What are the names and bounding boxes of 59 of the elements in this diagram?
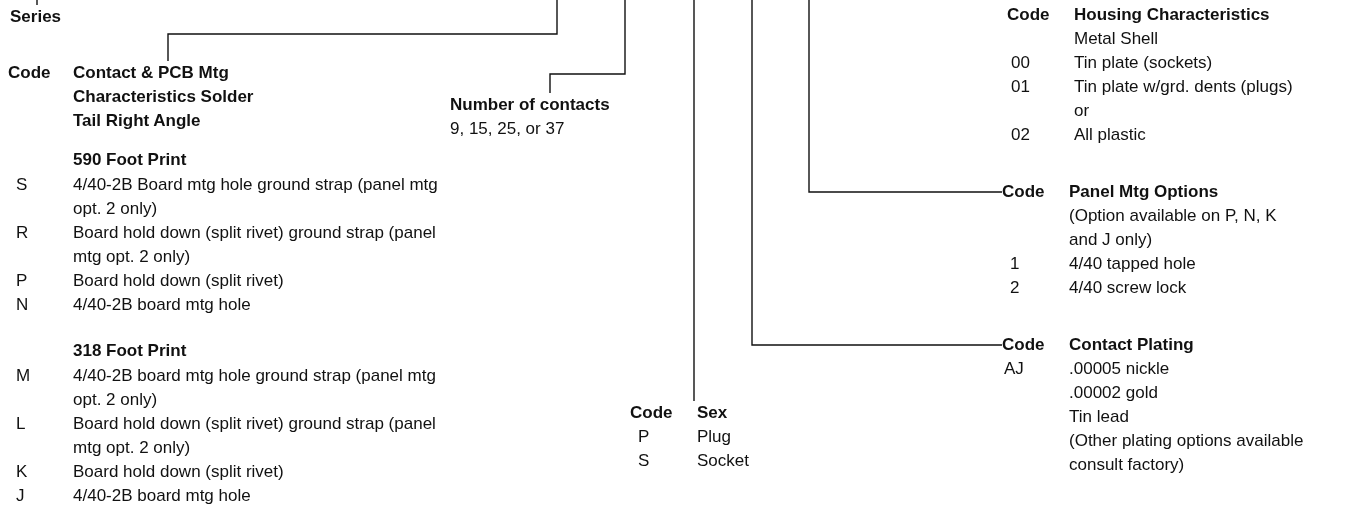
leader-line (693, 0, 695, 402)
option-description: (Option available on P, N, K and J only) (1069, 205, 1278, 251)
option-code: K (16, 461, 28, 483)
leader-line (549, 0, 626, 94)
option-code: AJ (1004, 358, 1024, 380)
option-description: Socket (697, 450, 749, 472)
option-code: J (16, 485, 25, 507)
option-code: M (16, 365, 31, 387)
option-description: Tin plate w/grd. dents (plugs) (1074, 76, 1293, 98)
option-description: 4/40-2B board mtg hole (73, 294, 251, 316)
option-description: Plug (697, 426, 732, 448)
column-heading: Code (1002, 334, 1045, 356)
subheading: 318 Foot Print (73, 340, 187, 362)
leader-line (167, 0, 558, 62)
section-heading: Panel Mtg Options (1069, 181, 1219, 203)
option-code: R (16, 222, 29, 244)
option-code: 1 (1010, 253, 1020, 275)
option-description: Tin lead (1069, 406, 1129, 428)
option-code: S (16, 174, 28, 196)
option-description: 4/40-2B Board mtg hole ground strap (panel mtg opt. 2 only) (73, 174, 438, 220)
leader-line (751, 0, 1003, 346)
section-heading: Sex (697, 402, 728, 424)
option-description: 4/40-2B board mtg hole (73, 485, 251, 507)
option-description: 4/40-2B board mtg hole ground strap (panel mtg opt. 2 only) (73, 365, 437, 411)
option-description: 9, 15, 25, or 37 (450, 118, 565, 140)
section-heading: Contact & PCB Mtg Characteristics Solder Tail Right Angle (73, 62, 255, 132)
leader-line (36, 0, 38, 6)
leader-line (808, 0, 1003, 193)
option-code: P (16, 270, 28, 292)
option-code: 02 (1011, 124, 1030, 146)
section-heading: Series (10, 6, 62, 28)
option-code: S (638, 450, 650, 472)
option-code: 2 (1010, 277, 1020, 299)
column-heading: Code (8, 62, 51, 84)
option-description: Board hold down (split rivet) ground strap (panel mtg opt. 2 only) (73, 222, 437, 268)
subheading: 590 Foot Print (73, 149, 187, 171)
option-description: Board hold down (split rivet) (73, 461, 284, 483)
option-description: 4/40 screw lock (1069, 277, 1187, 299)
option-code: N (16, 294, 29, 316)
option-description: .00002 gold (1069, 382, 1158, 404)
option-description: .00005 nickle (1069, 358, 1170, 380)
section-heading: Number of contacts (450, 94, 610, 116)
option-description: All plastic (1074, 124, 1146, 146)
option-description: Tin plate (sockets) (1074, 52, 1213, 74)
option-code: 00 (1011, 52, 1030, 74)
option-description: Metal Shell (1074, 28, 1159, 50)
section-heading: Housing Characteristics (1074, 4, 1270, 26)
section-heading: Contact Plating (1069, 334, 1194, 356)
option-code: 01 (1011, 76, 1030, 98)
option-description: Board hold down (split rivet) ground strap (panel mtg opt. 2 only) (73, 413, 437, 459)
column-heading: Code (1002, 181, 1045, 203)
option-code: L (16, 413, 26, 435)
column-heading: Code (630, 402, 673, 424)
option-description: or (1074, 100, 1090, 122)
option-description: Board hold down (split rivet) (73, 270, 284, 292)
option-code: P (638, 426, 650, 448)
column-heading: Code (1007, 4, 1050, 26)
option-description: (Other plating options available consult factory) (1069, 430, 1305, 476)
option-description: 4/40 tapped hole (1069, 253, 1196, 275)
